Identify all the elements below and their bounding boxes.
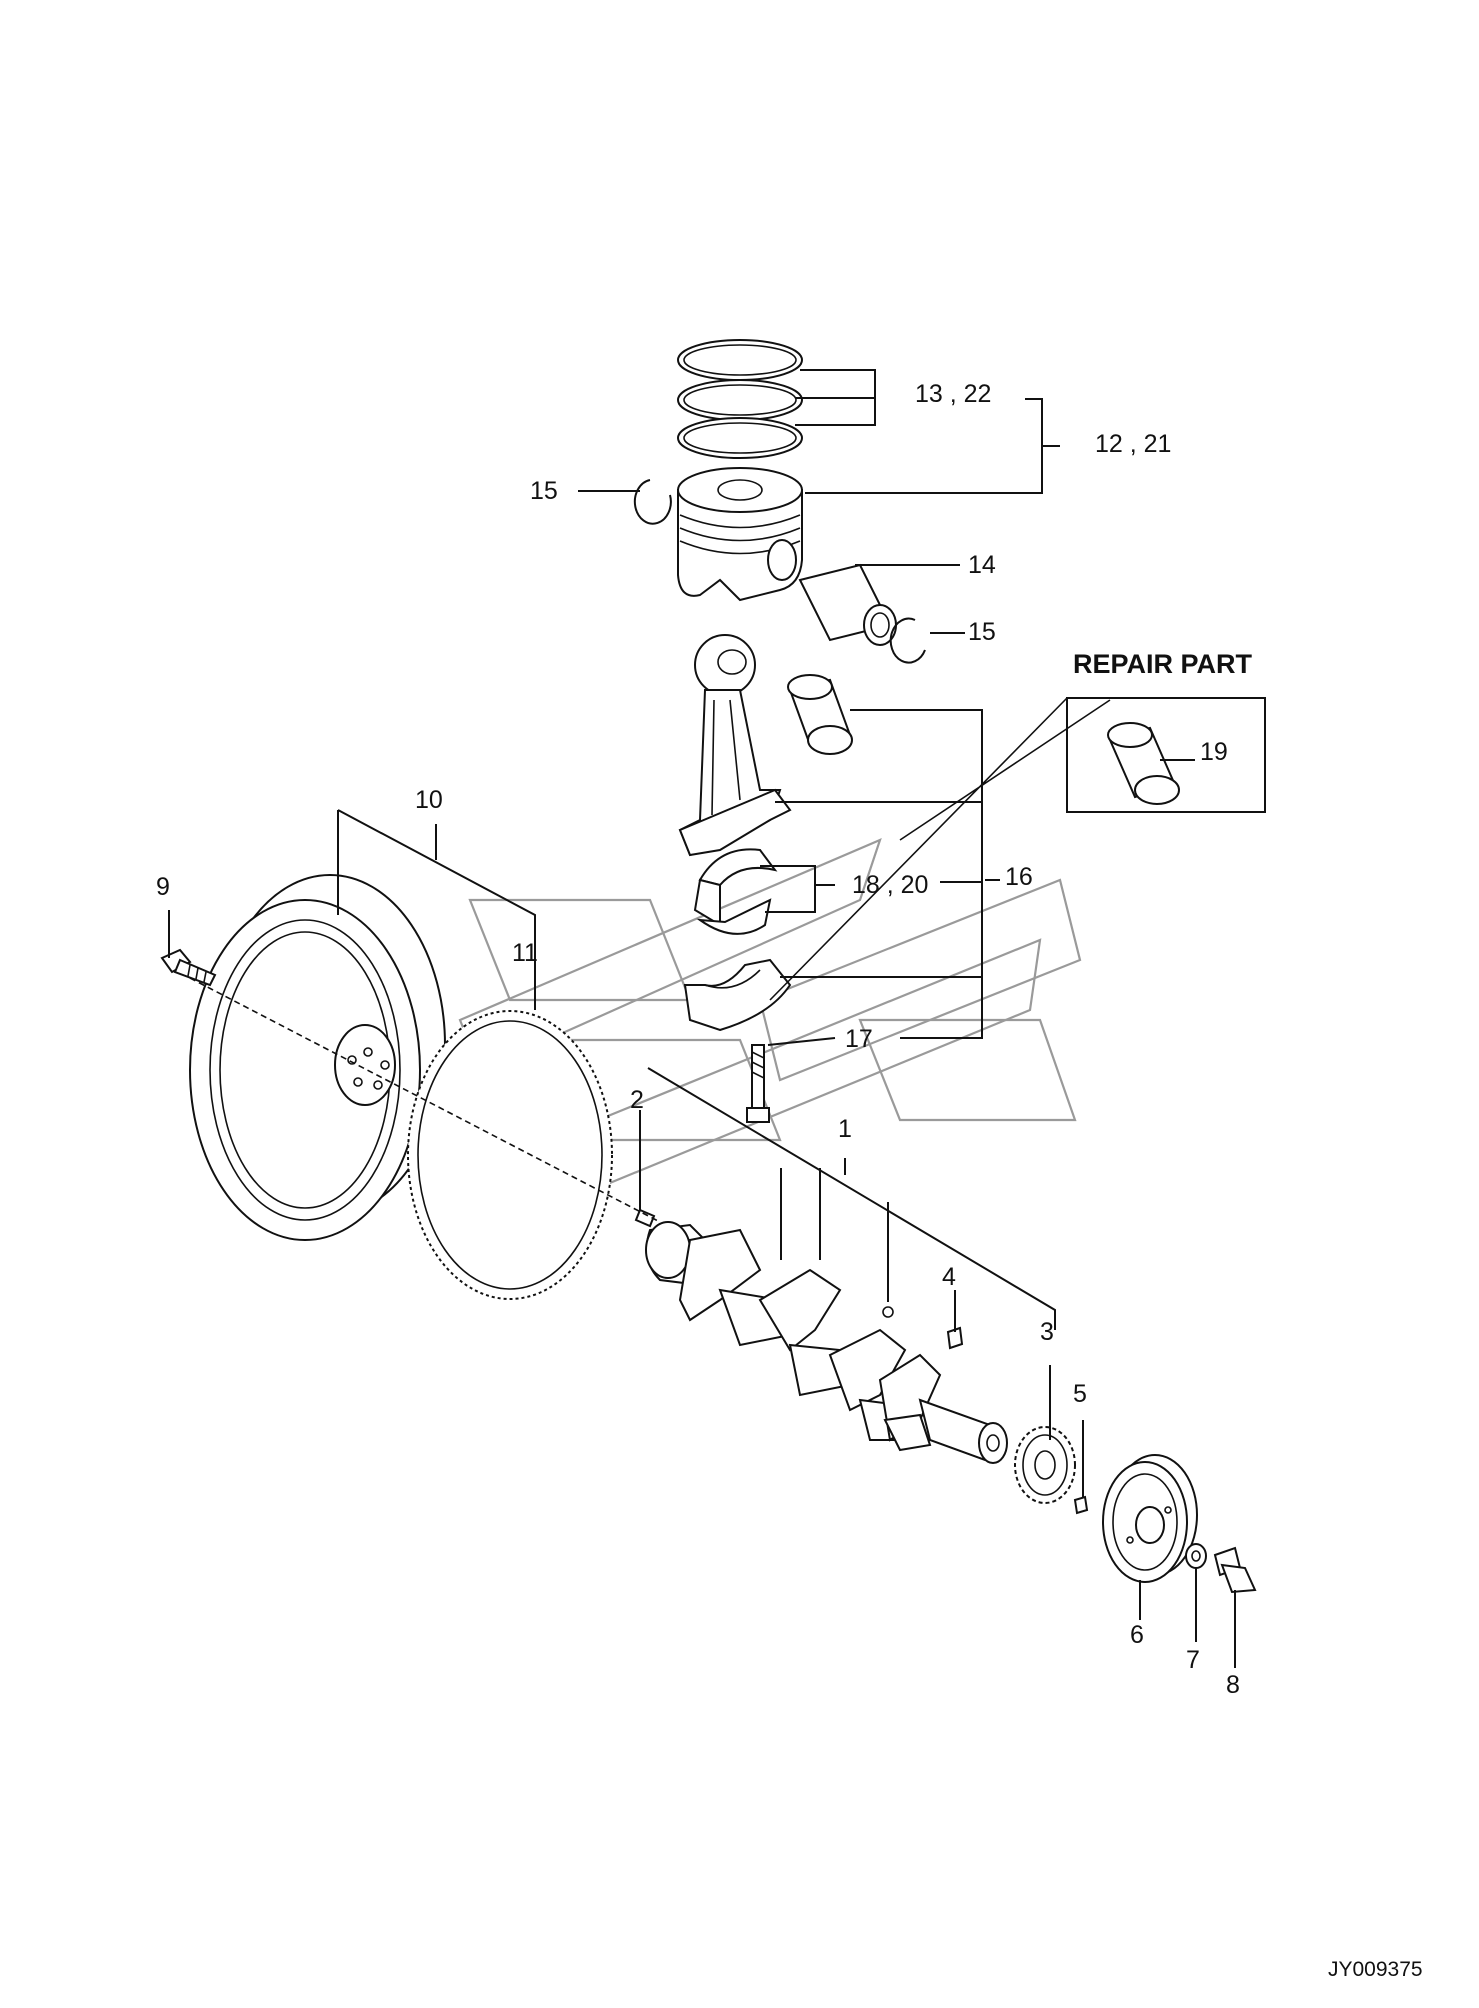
callout-15-left: 15 <box>530 477 558 505</box>
callout-3: 3 <box>1040 1318 1054 1346</box>
repair-part-heading: REPAIR PART <box>1073 649 1253 679</box>
crankshaft[interactable] <box>645 1221 1008 1464</box>
gear-key[interactable] <box>1073 1495 1089 1515</box>
callout-6: 6 <box>1130 1621 1144 1649</box>
callout-5: 5 <box>1073 1380 1087 1408</box>
rod-bolt[interactable] <box>746 1044 770 1123</box>
piston[interactable] <box>677 467 803 602</box>
callout-4: 4 <box>942 1263 956 1291</box>
flywheel[interactable] <box>189 874 446 1241</box>
bearing-upper[interactable] <box>693 848 778 927</box>
pulley-bolt[interactable] <box>1213 1546 1257 1594</box>
snap-ring-right[interactable] <box>889 617 926 664</box>
callout-8: 8 <box>1226 1671 1240 1699</box>
document-id: JY009375 <box>1328 1958 1423 1981</box>
callout-14: 14 <box>968 551 996 579</box>
callout-18-20: 18 , 20 <box>852 871 928 899</box>
crankshaft-gear[interactable] <box>1014 1426 1076 1504</box>
callout-2: 2 <box>630 1086 644 1114</box>
callout-13-22: 13 , 22 <box>915 380 991 408</box>
bearing-lower[interactable] <box>696 898 772 935</box>
callout-17: 17 <box>845 1025 873 1053</box>
callout-1: 1 <box>838 1115 852 1143</box>
piston-rings[interactable] <box>677 339 803 459</box>
dowel-pin[interactable] <box>634 1208 656 1228</box>
crankshaft-pulley[interactable] <box>1102 1454 1198 1583</box>
callout-16: 16 <box>1005 863 1033 891</box>
callout-19: 19 <box>1200 738 1228 766</box>
callout-7: 7 <box>1186 1646 1200 1674</box>
washer[interactable] <box>1185 1543 1207 1569</box>
snap-ring-left[interactable] <box>633 479 672 525</box>
callout-10: 10 <box>415 786 443 814</box>
rod-cap[interactable] <box>683 958 792 1032</box>
leader-lines <box>168 369 1236 1668</box>
small-end-bushing[interactable] <box>787 674 853 755</box>
ring-gear[interactable] <box>407 1010 613 1300</box>
piston-pin[interactable] <box>798 563 897 646</box>
callout-9: 9 <box>156 873 170 901</box>
callout-12-21: 12 , 21 <box>1095 430 1171 458</box>
connecting-rod[interactable] <box>678 634 792 857</box>
repair-part-box <box>1066 697 1266 813</box>
callout-15-right: 15 <box>968 618 996 646</box>
callout-11: 11 <box>512 939 538 967</box>
